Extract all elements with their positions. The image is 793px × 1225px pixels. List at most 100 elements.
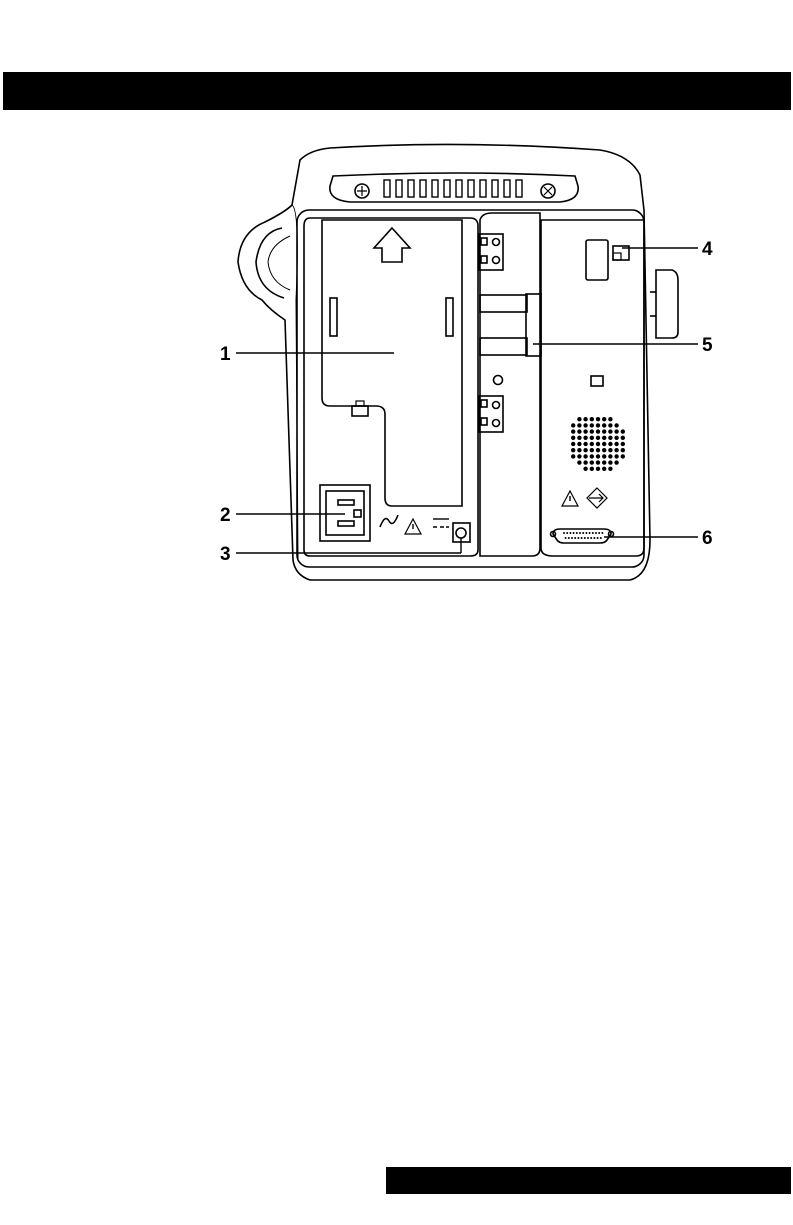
speaker-hole [571, 436, 575, 440]
speaker-hole [596, 467, 600, 471]
callout-1: 1 [220, 344, 231, 365]
connector-pin [600, 537, 602, 539]
speaker-hole [571, 448, 575, 452]
connector-pin [601, 532, 603, 534]
speaker-hole [614, 448, 618, 452]
door-slot-left [330, 298, 337, 336]
speaker-hole [577, 442, 581, 446]
speaker-hole [608, 460, 612, 464]
speaker-hole [596, 423, 600, 427]
speaker-grille [571, 417, 625, 471]
connector-pin [584, 537, 586, 539]
connector-pin [568, 537, 570, 539]
speaker-hole [621, 429, 625, 433]
lower-hinge [479, 396, 503, 432]
up-arrow-icon [374, 228, 410, 262]
rear-panel [297, 210, 644, 567]
speaker-hole [583, 448, 587, 452]
speaker-hole [571, 442, 575, 446]
speaker-hole [602, 436, 606, 440]
door-latch [352, 406, 368, 416]
speaker-hole [621, 442, 625, 446]
speaker-hole [583, 429, 587, 433]
callout-2: 2 [220, 505, 231, 526]
speaker-hole [602, 429, 606, 433]
ac-power-inlet [320, 485, 370, 541]
speaker-hole [614, 429, 618, 433]
speaker-hole [571, 454, 575, 458]
top-vent-grille [330, 173, 578, 202]
speaker-hole [596, 448, 600, 452]
pole-clamp [526, 294, 541, 356]
pole-clamp-rails [480, 295, 527, 355]
mounting-slot [586, 240, 608, 280]
ac-symbol-icon [380, 515, 398, 527]
serial-connector [551, 529, 614, 543]
battery-door [322, 220, 462, 506]
speaker-hole [602, 423, 606, 427]
callout-6: 6 [702, 528, 713, 549]
speaker-hole [602, 467, 606, 471]
speaker-hole [596, 436, 600, 440]
speaker-hole [608, 436, 612, 440]
speaker-hole [590, 448, 594, 452]
clamp-knob [656, 270, 678, 338]
speaker-hole [602, 417, 606, 421]
speaker-hole [596, 429, 600, 433]
speaker-hole [596, 454, 600, 458]
speaker-hole [583, 417, 587, 421]
connector-pin [565, 537, 567, 539]
right-panel [541, 220, 644, 556]
speaker-hole [577, 460, 581, 464]
speaker-hole [577, 417, 581, 421]
speaker-hole [621, 436, 625, 440]
speaker-hole [596, 417, 600, 421]
connector-pin [573, 532, 575, 534]
speaker-hole [608, 417, 612, 421]
connector-pin [582, 532, 584, 534]
speaker-hole [577, 436, 581, 440]
speaker-hole [614, 423, 618, 427]
speaker-hole [621, 454, 625, 458]
connector-pin [566, 532, 568, 534]
speaker-hole [583, 436, 587, 440]
speaker-hole [614, 442, 618, 446]
connector-pin [569, 532, 571, 534]
speaker-hole [614, 454, 618, 458]
speaker-hole [590, 467, 594, 471]
speaker-hole [621, 448, 625, 452]
speaker-hole [577, 429, 581, 433]
speaker-hole [602, 442, 606, 446]
connector-pin [585, 532, 587, 534]
speaker-hole [608, 448, 612, 452]
speaker-hole [608, 467, 612, 471]
speaker-hole [608, 423, 612, 427]
speaker-hole [602, 448, 606, 452]
speaker-hole [596, 442, 600, 446]
connector-pin [598, 532, 600, 534]
connector-pin [595, 532, 597, 534]
center-hole [494, 376, 503, 385]
callout-3: 3 [220, 544, 231, 565]
upper-hinge [479, 234, 503, 270]
speaker-hole [577, 423, 581, 427]
speaker-hole [596, 460, 600, 464]
connector-pin [574, 537, 576, 539]
speaker-hole [583, 454, 587, 458]
speaker-hole [571, 423, 575, 427]
callout-4: 4 [702, 239, 713, 260]
connector-pin [579, 532, 581, 534]
speaker-hole [602, 454, 606, 458]
connector-pin [576, 532, 578, 534]
connector-pin [592, 532, 594, 534]
leader-lines [236, 248, 698, 553]
connector-pin [571, 537, 573, 539]
speaker-hole [614, 436, 618, 440]
carry-handle [256, 228, 284, 298]
speaker-hole [608, 454, 612, 458]
speaker-hole [583, 460, 587, 464]
callout-5: 5 [702, 335, 713, 356]
dc-symbol-icon [433, 519, 449, 527]
speaker-hole [608, 429, 612, 433]
speaker-hole [590, 417, 594, 421]
